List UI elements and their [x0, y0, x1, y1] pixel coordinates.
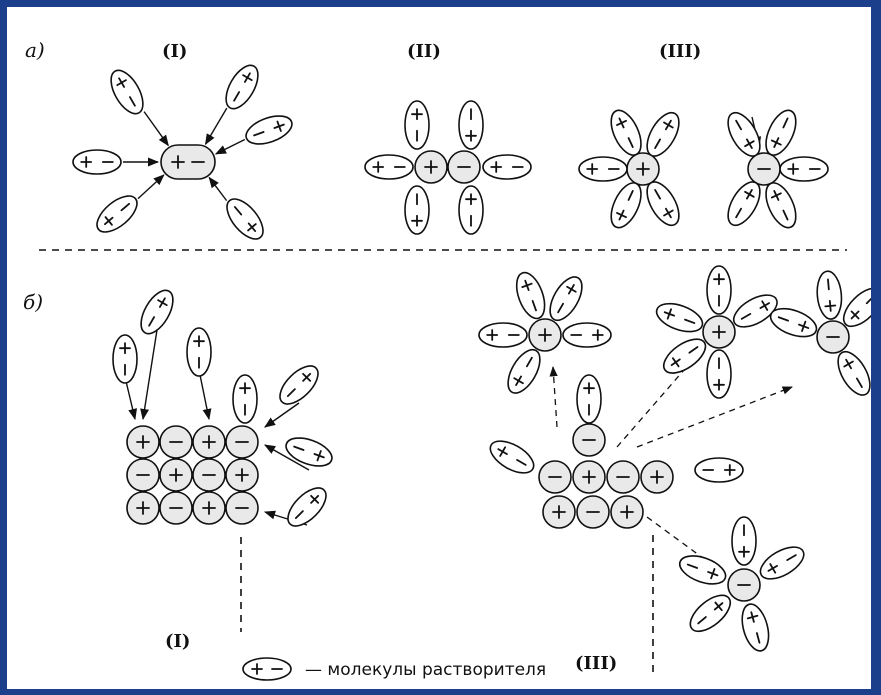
a1-right: [242, 111, 295, 150]
b1-ion-r1-c3: [226, 459, 258, 491]
b1-ion-r0-c2: [193, 426, 225, 458]
a2-dipole-lr: [459, 186, 483, 234]
b1-ion-r0-c0: [127, 426, 159, 458]
legend-text: — молекулы растворителя: [305, 660, 546, 680]
b1-ion-r1-c1: [160, 459, 192, 491]
b1-d1-arrow: [143, 330, 157, 419]
a3-cation-shell-dipole-3: [605, 178, 647, 232]
b1-d6: [282, 433, 335, 472]
b1-ion-r1-c0: [127, 459, 159, 491]
b1-ion-r2-c2: [193, 492, 225, 524]
a3-cation: [627, 153, 659, 185]
b3-ion-2: [573, 461, 605, 493]
b1-ion-r0-c3: [226, 426, 258, 458]
b1-d3-arrow: [199, 370, 209, 419]
b3-sa2-dipole-1: [755, 541, 809, 586]
neutral-particle: [161, 145, 215, 179]
a3-anion-shell-dipole-2: [760, 106, 802, 160]
a1-bottom-right-arrow: [209, 178, 226, 201]
a1-right-arrow: [216, 140, 245, 154]
b3-solvated-cation-2: [703, 316, 735, 348]
a2-dipole-right: [483, 155, 531, 179]
b3-sa1-dipole-1: [815, 270, 843, 320]
b3-ion-4: [641, 461, 673, 493]
panel-a-label: a): [25, 38, 45, 62]
panel-b-part-3-label: (III): [575, 653, 617, 674]
b3-solvated-anion-1: [817, 321, 849, 353]
b3-sc1-dipole-4: [502, 345, 547, 399]
panel-b-part-1-label: (I): [165, 631, 190, 652]
b3-sa2-dipole-0: [732, 517, 756, 565]
b1-ion-r2-c0: [127, 492, 159, 524]
b1-d3: [187, 328, 211, 376]
legend: — молекулы растворителя: [243, 658, 546, 680]
a1-top-right: [220, 60, 265, 114]
a1-bottom-left: [91, 189, 143, 238]
particles-layer: [73, 60, 871, 654]
b3-sa2-dipole-3: [684, 589, 736, 638]
panel-a-part-3-label: (III): [659, 41, 701, 62]
a2-dipole-left: [365, 155, 413, 179]
a3-anion-shell-dipole-4: [760, 178, 802, 232]
b3-sa2-dipole-4: [738, 601, 774, 654]
panel-b-label: б): [23, 290, 43, 314]
b3-sa1-dipole-3: [832, 347, 871, 401]
b3-sc2-dipole-4: [658, 332, 711, 379]
b3-ion-7: [611, 496, 643, 528]
b3-sc1-dipole-1: [511, 269, 550, 322]
b1-d5: [274, 360, 325, 411]
b1-ion-r1-c2: [193, 459, 225, 491]
a3-anion-shell-dipole-0: [780, 157, 828, 181]
a1-bottom-left-arrow: [138, 175, 164, 199]
b1-d5-arrow: [265, 403, 299, 427]
a1-top-right-arrow: [206, 108, 227, 144]
b3-sc1-dipole-3: [563, 323, 611, 347]
a1-top-left: [105, 65, 150, 119]
b1-ion-r0-c1: [160, 426, 192, 458]
a3-anion: [748, 153, 780, 185]
b3-ion-3: [607, 461, 639, 493]
b3-ion-top: [573, 424, 605, 456]
b3-path-1: [553, 367, 557, 427]
b1-d2: [113, 335, 137, 383]
b3-solvated-anion-2: [728, 569, 760, 601]
b3-sa2-dipole-2: [676, 550, 729, 589]
a2-anion: [448, 151, 480, 183]
a2-dipole-ul: [405, 101, 429, 149]
a3-cation-shell-dipole-1: [605, 106, 647, 160]
a1-bottom-right: [220, 193, 269, 245]
panel-a-part-1-label: (I): [162, 41, 187, 62]
b1-d1: [135, 285, 180, 339]
b3-ion-1: [539, 461, 571, 493]
legend-dipole: [243, 658, 291, 680]
legend-dipole-icon: [243, 658, 291, 680]
b3-sc2-dipole-0: [653, 298, 706, 337]
b3-sc1-dipole-2: [544, 272, 589, 326]
b3-sc2-dipole-1: [707, 266, 731, 314]
b3-sc2-dipole-3: [707, 350, 731, 398]
b3-sc1-dipole-0: [479, 323, 527, 347]
b1-d4: [233, 375, 257, 423]
a2-cation: [415, 151, 447, 183]
b1-ion-r2-c3: [226, 492, 258, 524]
b3-dipole-left: [485, 435, 539, 480]
a1-left: [73, 150, 121, 174]
a3-cation-shell-dipole-0: [579, 157, 627, 181]
a2-dipole-ur: [459, 101, 483, 149]
b3-ion-6: [577, 496, 609, 528]
panel-a-part-2-label: (II): [407, 41, 441, 62]
a1-top-left-arrow: [144, 112, 168, 146]
b1-ion-r2-c1: [160, 492, 192, 524]
b3-dipole-right: [695, 458, 743, 482]
solvation-diagram: a) (I) (II) (III) б) (I) (III) — молекул…: [7, 7, 871, 689]
b3-dipole-top: [577, 375, 601, 423]
b3-ion-5: [543, 496, 575, 528]
a2-dipole-ll: [405, 186, 429, 234]
diagram-frame: a) (I) (II) (III) б) (I) (III) — молекул…: [7, 7, 871, 689]
b3-solvated-cation-1: [529, 319, 561, 351]
